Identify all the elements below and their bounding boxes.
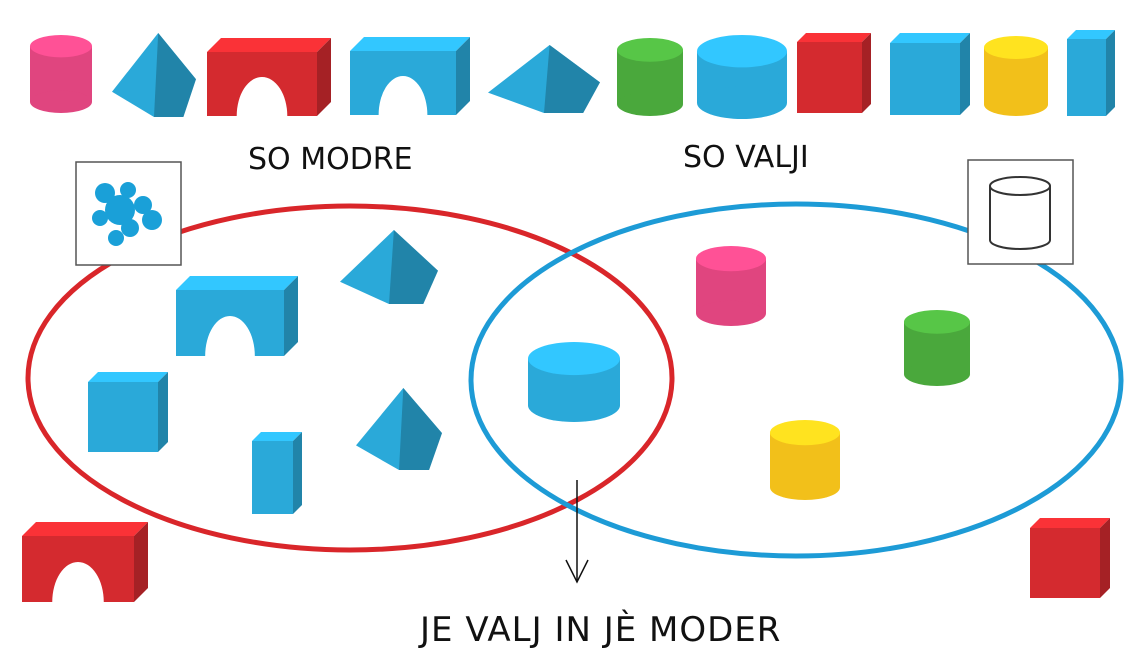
top-row-blocks	[30, 30, 1115, 120]
intersection-caption: JE VALJ IN JÈ MODER	[420, 610, 782, 650]
intersection-arrow	[565, 480, 589, 584]
cylinder-block-pink-cylinder	[696, 246, 766, 326]
top-block-red-arch	[207, 38, 331, 116]
blue-block-blue-pillar	[252, 432, 302, 514]
outside-blocks	[22, 518, 1110, 602]
blue-block-blue-prism	[340, 230, 438, 304]
blue-cylinder-block-blue-cylinder	[528, 342, 620, 422]
intersection-blocks	[528, 342, 620, 422]
blue-block-blue-cube	[88, 372, 168, 452]
top-block-red-cube	[797, 33, 871, 113]
set-cylinder-label: SO VALJI	[683, 140, 809, 175]
top-block-blue-pillar	[1067, 30, 1115, 116]
top-block-blue-prism	[112, 33, 196, 117]
only-cylinder-blocks	[696, 246, 970, 500]
paint-splash-icon	[75, 161, 182, 266]
set-blue-ellipse	[25, 203, 675, 553]
top-block-blue-prism	[488, 45, 600, 113]
blue-block-blue-arch	[176, 276, 298, 356]
outside-block-red-cube	[1030, 518, 1110, 598]
cylinder-block-yellow-cylinder	[770, 420, 840, 500]
only-blue-blocks	[88, 230, 442, 514]
top-block-blue-cylinder	[697, 35, 787, 120]
top-block-blue-cube	[890, 33, 970, 115]
outside-block-red-arch	[22, 522, 148, 602]
top-block-blue-arch	[350, 37, 470, 115]
top-block-pink-cylinder	[30, 35, 92, 113]
top-block-yellow-cylinder	[984, 36, 1048, 117]
cylinder-outline-icon	[967, 159, 1074, 265]
set-cylinder-ellipse	[468, 201, 1124, 559]
set-blue-label: SO MODRE	[248, 142, 413, 177]
top-block-green-cylinder	[617, 38, 683, 117]
cylinder-block-green-cylinder	[904, 310, 970, 386]
blue-block-blue-prism	[356, 388, 442, 470]
